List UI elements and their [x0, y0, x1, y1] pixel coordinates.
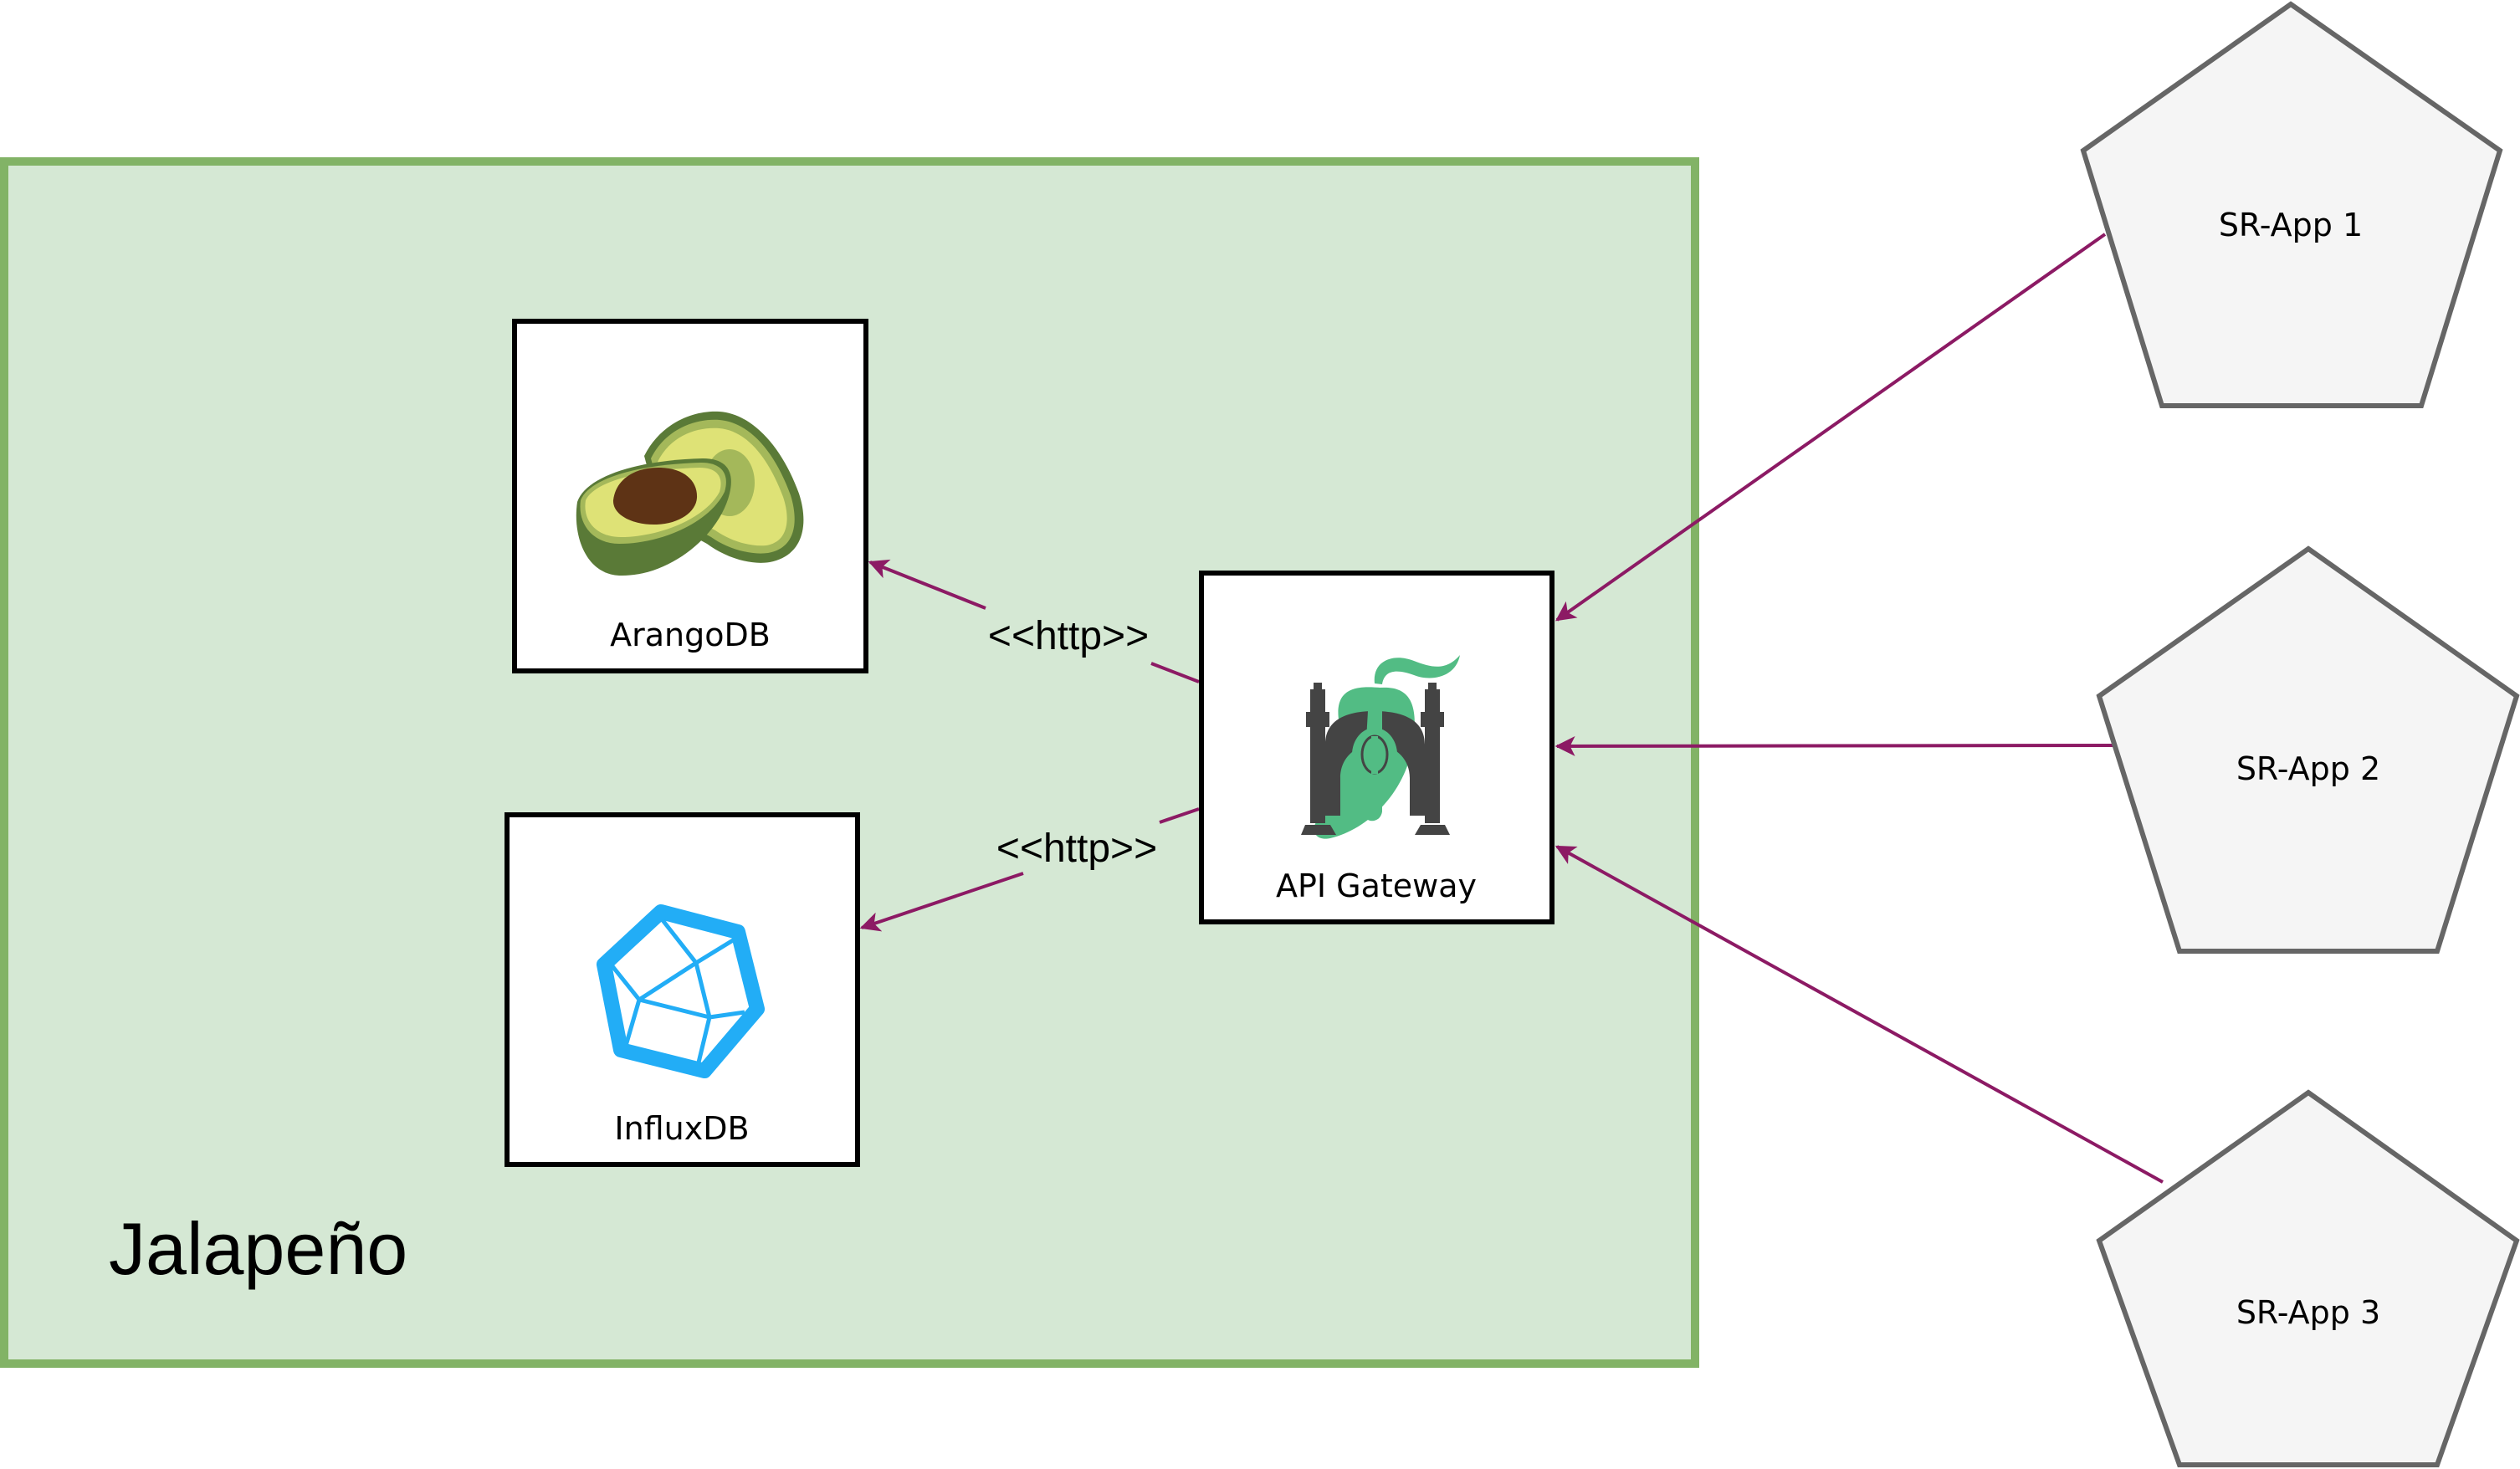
node-label-api-gateway: API Gateway [1276, 868, 1477, 904]
node-arangodb[interactable]: ArangoDB [512, 319, 868, 673]
node-label-sr-app-3: SR-App 3 [2236, 1294, 2380, 1331]
edge-label-http-arangodb: <<http>> [988, 614, 1149, 658]
edge-gateway-arangodb[interactable]: <<http>> [868, 559, 1200, 683]
edge-app3-gateway[interactable] [1555, 845, 2164, 1184]
node-sr-app-1[interactable]: SR-App 1 [2080, 1, 2503, 408]
node-sr-app-2[interactable]: SR-App 2 [2096, 545, 2520, 954]
edge-label-http-influxdb: <<http>> [996, 827, 1157, 871]
node-label-sr-app-2: SR-App 2 [2236, 750, 2380, 787]
edge-app1-gateway[interactable] [1555, 233, 2107, 622]
influxdb-logo-icon [597, 904, 765, 1078]
node-label-arangodb: ArangoDB [610, 617, 771, 653]
node-sr-app-3[interactable]: SR-App 3 [2096, 1089, 2520, 1467]
node-label-sr-app-1: SR-App 1 [2219, 207, 2363, 243]
jalapeno-gateway-logo-icon [1301, 655, 1460, 839]
edge-app2-gateway[interactable] [1555, 735, 2121, 756]
edge-gateway-influxdb[interactable]: <<http>> [859, 807, 1200, 932]
node-label-influxdb: InfluxDB [614, 1110, 749, 1147]
node-api-gateway[interactable]: API Gateway [1199, 571, 1555, 924]
avocado-icon [576, 411, 804, 576]
container-label: Jalapeño [109, 1207, 407, 1290]
node-influxdb[interactable]: InfluxDB [505, 812, 860, 1167]
